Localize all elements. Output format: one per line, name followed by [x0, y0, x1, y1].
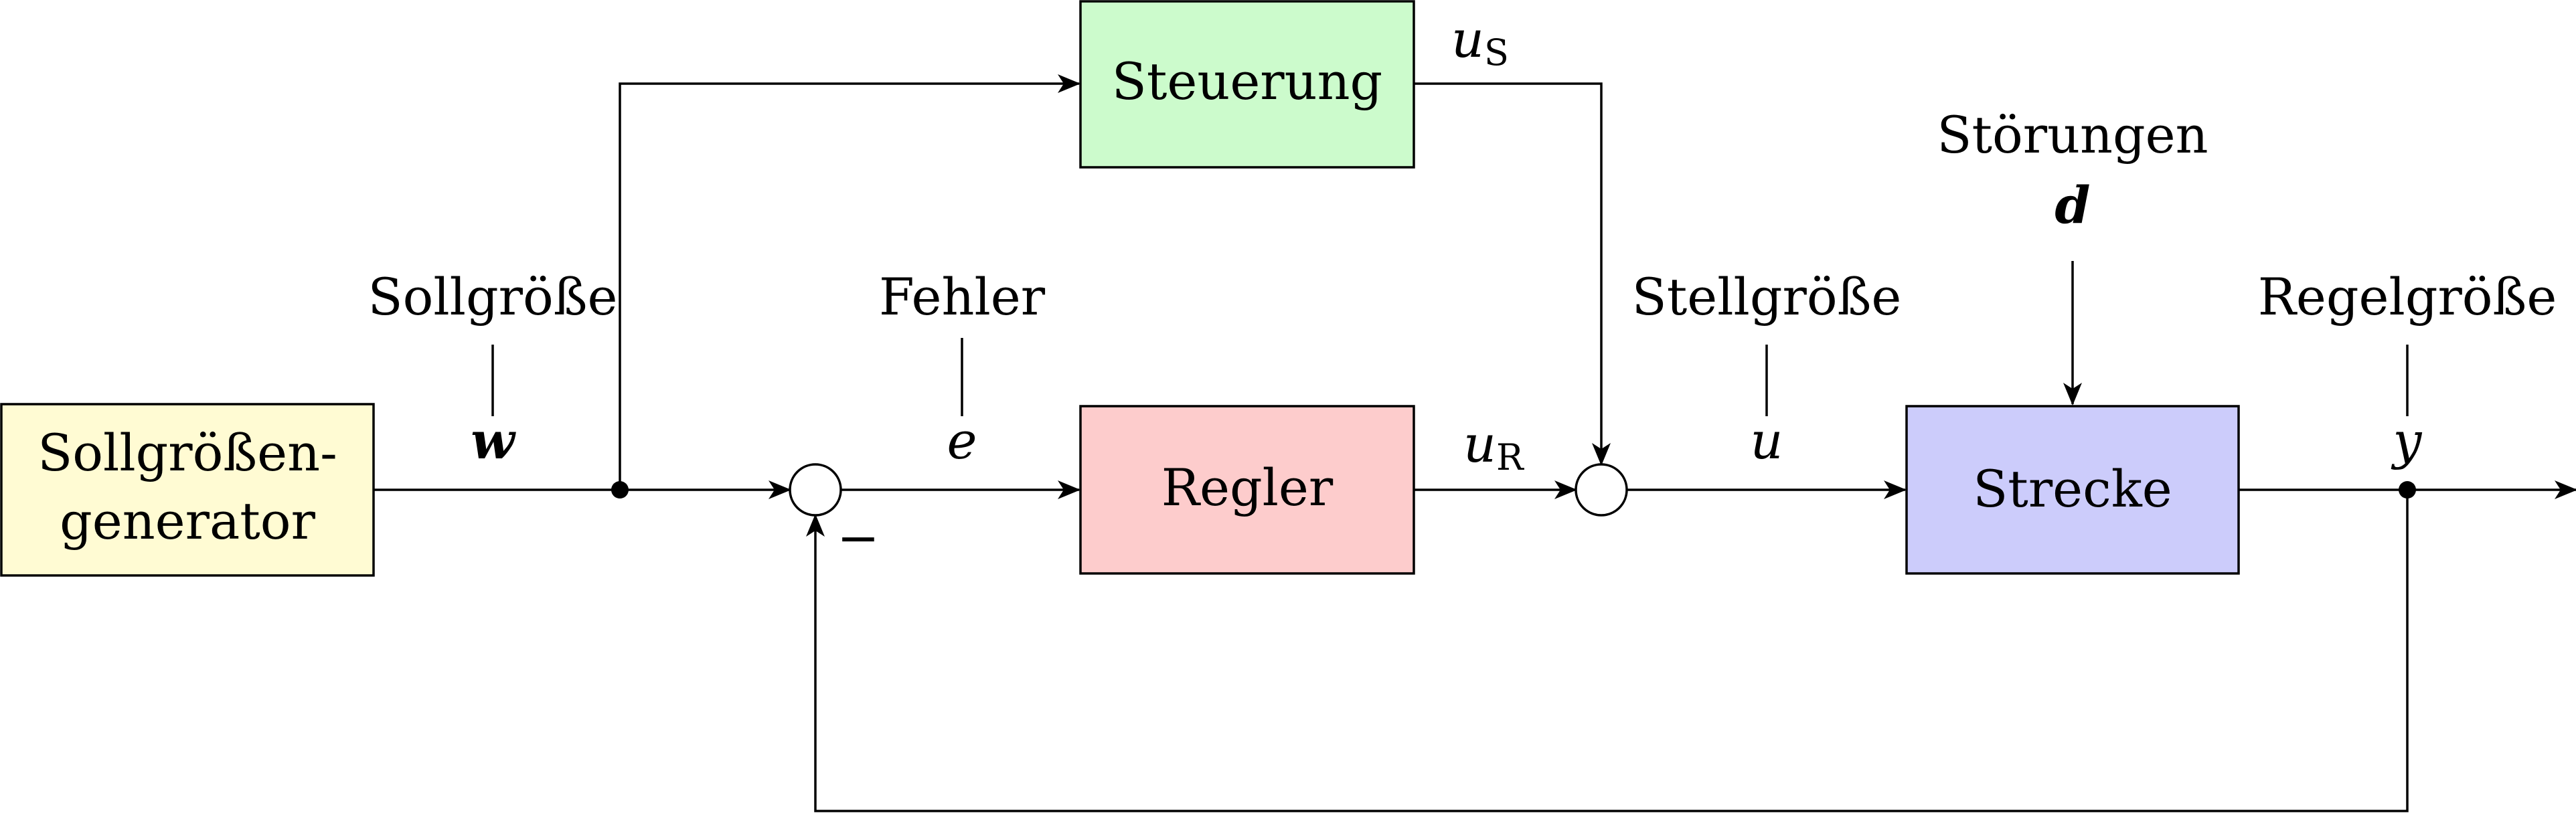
summing-junction-actuating	[1575, 463, 1628, 517]
fehler-label: Fehler	[879, 267, 1046, 327]
block-regler: Regler	[1079, 405, 1415, 575]
generator-label-line1: Sollgrößen-	[37, 423, 337, 482]
block-sollgroessengenerator: Sollgrößen- generator	[0, 403, 375, 577]
wire-steuerung-to-sum2	[1414, 82, 1611, 466]
us-subscript: S	[1484, 31, 1509, 74]
regelgroesse-symbol: y	[2391, 411, 2423, 470]
ur-subscript: R	[1496, 436, 1524, 478]
ur-main: u	[1463, 414, 1496, 474]
branch-point-setpoint	[611, 481, 629, 499]
block-steuerung: Steuerung	[1079, 0, 1415, 169]
branch-point-output	[2399, 481, 2416, 499]
wire-branch-to-steuerung	[619, 74, 1080, 490]
regelgroesse-label: Regelgröße	[2258, 267, 2557, 327]
fehler-symbol: e	[947, 411, 977, 470]
strecke-label: Strecke	[1973, 459, 2172, 519]
ur-symbol: uR	[1463, 414, 1524, 478]
generator-label-line2: generator	[60, 491, 315, 551]
us-main: u	[1451, 9, 1484, 69]
stellgroesse-symbol: u	[1751, 411, 1783, 470]
sollgroesse-symbol: w	[471, 411, 516, 470]
stoerungen-symbol: d	[2055, 175, 2090, 235]
stoerungen-label: Störungen	[1937, 105, 2208, 165]
stellgroesse-label: Stellgröße	[1632, 267, 1902, 327]
steuerung-label: Steuerung	[1112, 52, 1382, 111]
block-strecke: Strecke	[1905, 405, 2240, 575]
us-symbol: uS	[1451, 9, 1509, 74]
summing-junction-error	[789, 463, 842, 517]
wire-feedback	[806, 490, 2409, 812]
sollgroesse-label: Sollgröße	[368, 267, 618, 327]
minus-sign: −	[837, 508, 880, 567]
regler-label: Regler	[1161, 458, 1334, 517]
